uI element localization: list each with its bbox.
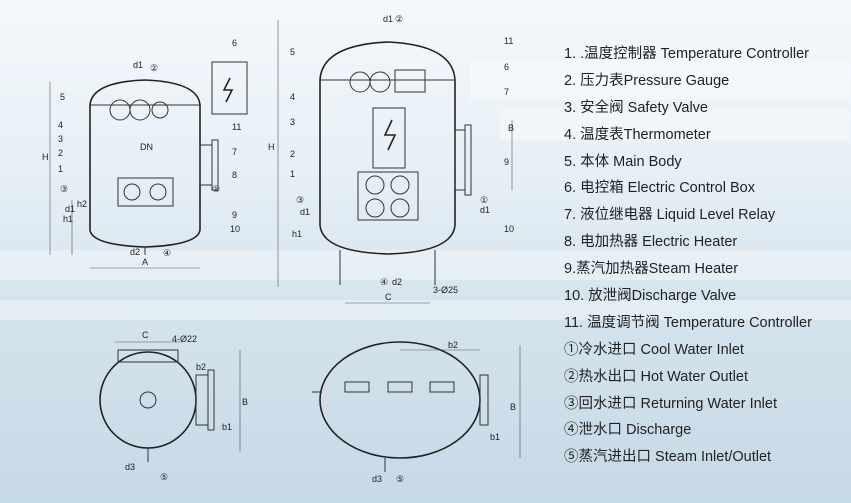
dim-C: C — [385, 292, 392, 302]
dim-d3: d3 — [125, 462, 135, 472]
dim-d1: d1 — [65, 204, 75, 214]
part-label: 5 — [60, 92, 65, 102]
dim-h2: h2 — [77, 199, 87, 209]
dim-A: A — [142, 257, 148, 267]
background-ship — [0, 60, 851, 320]
legend-item: 3. 安全阀 Safety Valve — [564, 99, 708, 116]
legend-item: 7. 液位继电器 Liquid Level Relay — [564, 207, 776, 224]
dim-d2: d2 — [130, 247, 140, 257]
part-label: 11 — [504, 36, 513, 46]
legend-item: 5. 本体 Main Body — [564, 153, 682, 170]
part-label: 6 — [232, 38, 237, 48]
parts-legend: 1. .温度控制器 Temperature Controller 2. 压力表P… — [564, 44, 812, 474]
large-tank-top-view — [312, 341, 521, 472]
legend-item: ①冷水进口 Cool Water Inlet — [564, 341, 744, 358]
part-label: 5 — [290, 47, 295, 57]
dim-d1: d1 — [480, 205, 490, 215]
dim-d3: d3 — [372, 474, 382, 484]
dim-B: B — [510, 402, 516, 412]
dim-h1: h1 — [292, 229, 302, 239]
part-label: 3 — [58, 134, 63, 144]
part-label: 3 — [290, 117, 295, 127]
port-label: ① — [480, 195, 488, 205]
legend-item: 10. 放泄阀Discharge Valve — [564, 288, 737, 305]
large-tank-front-view — [277, 20, 513, 304]
port-label: ③ — [60, 184, 68, 194]
part-label: 10 — [504, 224, 514, 234]
port-label: ③ — [296, 195, 304, 205]
legend-item: ②热水出口 Hot Water Outlet — [564, 368, 748, 385]
part-label: 4 — [58, 120, 63, 130]
legend-item: ③回水进口 Returning Water Inlet — [564, 395, 777, 412]
part-label: 8 — [232, 170, 237, 180]
port-label: ⑤ — [396, 474, 404, 484]
legend-item: 8. 电加热器 Electric Heater — [564, 234, 738, 251]
dim-H: H — [268, 142, 275, 152]
legend-item: 4. 温度表Thermometer — [564, 126, 711, 143]
port-label: ② — [395, 14, 403, 24]
dim-holes: 3-Ø25 — [433, 285, 458, 295]
small-tank-front-view — [49, 61, 248, 269]
legend-item: ④泄水口 Discharge — [564, 422, 692, 439]
part-label: 2 — [58, 148, 63, 158]
part-label: 6 — [504, 62, 509, 72]
dim-b2: b2 — [448, 340, 458, 350]
dim-b1: b1 — [222, 422, 232, 432]
part-label: 7 — [504, 87, 509, 97]
small-tank-top-view — [99, 341, 241, 462]
port-label: ① — [212, 184, 220, 194]
dim-C: C — [142, 330, 149, 340]
dim-holes: 4-Ø22 — [172, 334, 197, 344]
dim-b1: b1 — [490, 432, 500, 442]
port-label: ④ — [380, 277, 388, 287]
dim-d2: d2 — [392, 277, 402, 287]
port-label: ② — [150, 63, 158, 73]
dim-d1: d1 — [383, 14, 393, 24]
legend-item: 1. .温度控制器 Temperature Controller — [564, 46, 809, 62]
part-label: 11 — [232, 122, 241, 132]
dim-b2: b2 — [196, 362, 206, 372]
legend-item: ⑤蒸汽进出口 Steam Inlet/Outlet — [564, 449, 772, 466]
part-label: 1 — [58, 164, 63, 174]
port-label: ⑤ — [160, 472, 168, 482]
dim-B: B — [242, 397, 248, 407]
dim-h1: h1 — [63, 214, 73, 224]
legend-item: 2. 压力表Pressure Gauge — [564, 72, 730, 89]
part-label: 9 — [232, 210, 237, 220]
dim-DN: DN — [140, 142, 153, 152]
legend-item: 9.蒸汽加热器Steam Heater — [564, 261, 739, 278]
part-label: 1 — [290, 169, 295, 179]
dim-d1: d1 — [300, 207, 310, 217]
port-label: ④ — [163, 248, 171, 258]
part-label: 9 — [504, 157, 509, 167]
dim-B: B — [508, 123, 514, 133]
part-label: 10 — [230, 224, 240, 234]
part-label: 7 — [232, 147, 237, 157]
legend-item: 6. 电控箱 Electric Control Box — [564, 180, 755, 197]
part-label: 4 — [290, 92, 295, 102]
dim-d1: d1 — [133, 60, 143, 70]
dim-H: H — [42, 152, 49, 162]
legend-item: 11. 温度调节阀 Temperature Controller — [564, 314, 812, 331]
part-label: 2 — [290, 149, 295, 159]
